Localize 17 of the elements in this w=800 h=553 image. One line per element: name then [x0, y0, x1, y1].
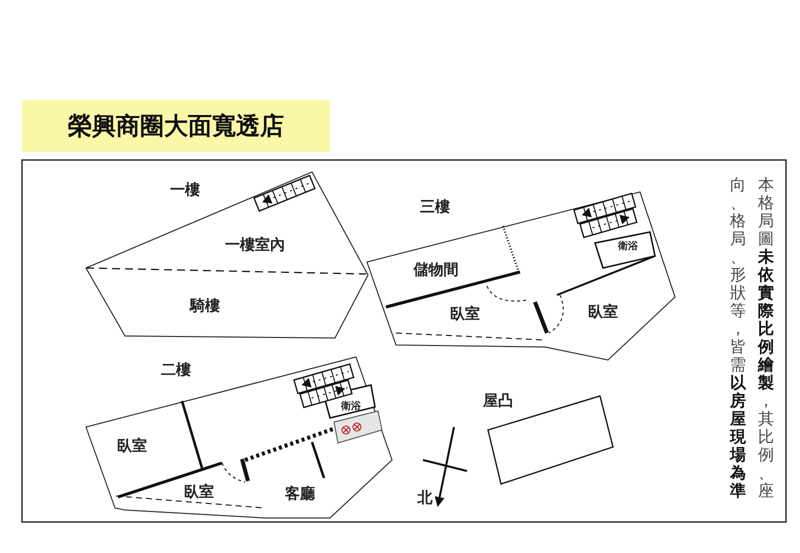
area-label: 屋凸: [483, 392, 513, 410]
room-label: 儲物間: [414, 260, 458, 280]
title-banner: 榮興商圈大面寬透店: [22, 100, 330, 152]
floor-label: 一樓: [170, 180, 200, 200]
room-label: 臥室: [588, 302, 618, 322]
room-label: 騎樓: [190, 296, 220, 316]
floor-label: 三樓: [420, 198, 450, 216]
note-text: 本格局圖未依實際比例繪製，其比例、座向、格局、形狀等，皆需以房屋現場為準: [728, 176, 775, 500]
floor-label: 二樓: [161, 360, 191, 380]
room-label: 衛浴: [618, 240, 638, 253]
room-label: 一樓室內: [225, 236, 285, 254]
room-label: 客廳: [285, 484, 315, 504]
room-label: 臥室: [117, 436, 147, 456]
room-label: 臥室: [184, 482, 214, 502]
room-label: 臥室: [450, 304, 480, 324]
room-label: 衛浴: [341, 400, 361, 413]
compass-label: 北: [418, 488, 432, 508]
